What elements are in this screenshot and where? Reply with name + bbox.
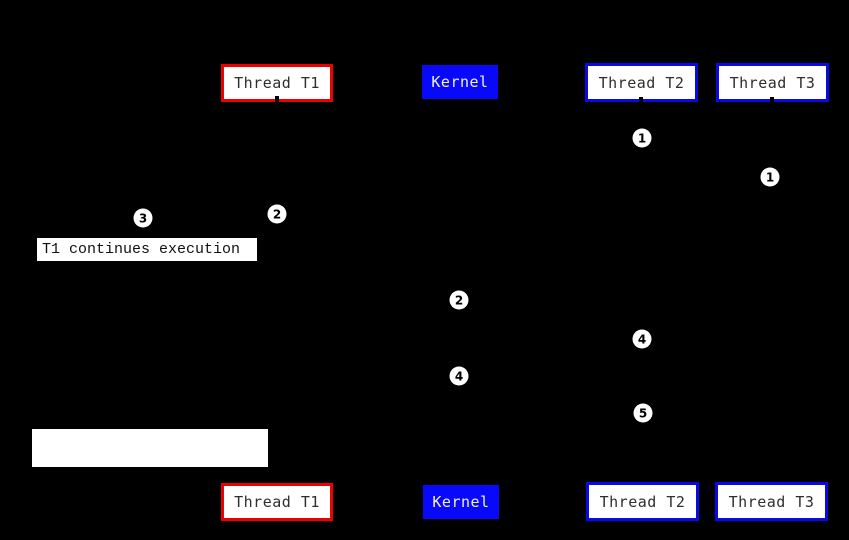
- kernel-label-top: Kernel: [431, 73, 489, 91]
- event-badge-2b: 2: [449, 290, 469, 310]
- event-badge-4b: 4: [449, 366, 469, 386]
- kernel-box-top: Kernel: [422, 65, 498, 99]
- lifeline-notch: [639, 478, 643, 485]
- event-badge-5: 5: [633, 403, 653, 423]
- lifeline-notch: [275, 479, 279, 486]
- thread-t3-label-bottom: Thread T3: [728, 492, 815, 511]
- thread-t3-box-top: Thread T3: [716, 63, 829, 102]
- thread-t1-box-top: Thread T1: [221, 64, 333, 102]
- event-badge-1: 1: [632, 128, 652, 148]
- kernel-label-bottom: Kernel: [432, 493, 490, 511]
- blank-note: [31, 428, 269, 468]
- thread-t1-label-bottom: Thread T1: [234, 493, 320, 511]
- thread-t3-box-bottom: Thread T3: [715, 482, 828, 521]
- lifeline-notch: [639, 97, 643, 104]
- event-badge-1b: 1: [760, 167, 780, 187]
- lifeline-notch: [275, 96, 279, 103]
- event-badge-2: 2: [267, 204, 287, 224]
- t1-continues-note: T1 continues execution: [36, 237, 258, 262]
- lifeline-notch: [770, 97, 774, 104]
- thread-t2-box-bottom: Thread T2: [586, 482, 699, 521]
- event-badge-4: 4: [632, 329, 652, 349]
- lifeline-notch: [770, 478, 774, 485]
- event-badge-3: 3: [133, 208, 153, 228]
- thread-t3-label-top: Thread T3: [729, 73, 816, 92]
- thread-t1-label-top: Thread T1: [234, 74, 320, 92]
- thread-t1-box-bottom: Thread T1: [221, 483, 333, 521]
- thread-t2-label-bottom: Thread T2: [599, 492, 686, 511]
- thread-t2-label-top: Thread T2: [598, 73, 685, 92]
- kernel-box-bottom: Kernel: [423, 485, 499, 519]
